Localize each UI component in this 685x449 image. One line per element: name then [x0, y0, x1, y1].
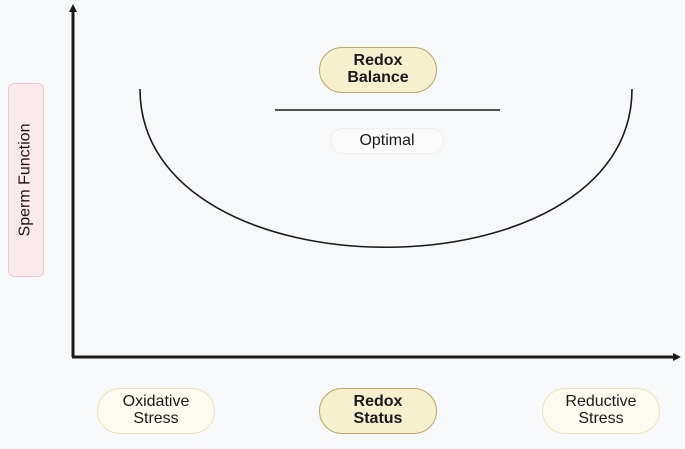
oxidative-stress-line2: Stress [133, 410, 179, 427]
redox-balance-line1: Redox [353, 52, 403, 70]
y-axis-label-box: Sperm Function [8, 83, 44, 277]
y-axis-label: Sperm Function [16, 123, 34, 237]
optimal-label: Optimal [330, 128, 444, 154]
reductive-stress-pill: Reductive Stress [542, 388, 660, 434]
oxidative-stress-line1: Oxidative [122, 393, 190, 411]
redox-balance-pill: Redox Balance [319, 47, 437, 93]
redox-balance-line2: Balance [347, 69, 409, 86]
redox-status-line2: Status [353, 410, 403, 427]
oxidative-stress-pill: Oxidative Stress [97, 388, 215, 434]
optimal-text: Optimal [359, 131, 415, 149]
reductive-stress-line1: Reductive [565, 393, 637, 411]
u-shaped-curve [139, 88, 633, 248]
reductive-stress-line2: Stress [578, 410, 624, 427]
redox-status-line1: Redox [353, 393, 403, 411]
redox-status-pill: Redox Status [319, 388, 437, 434]
